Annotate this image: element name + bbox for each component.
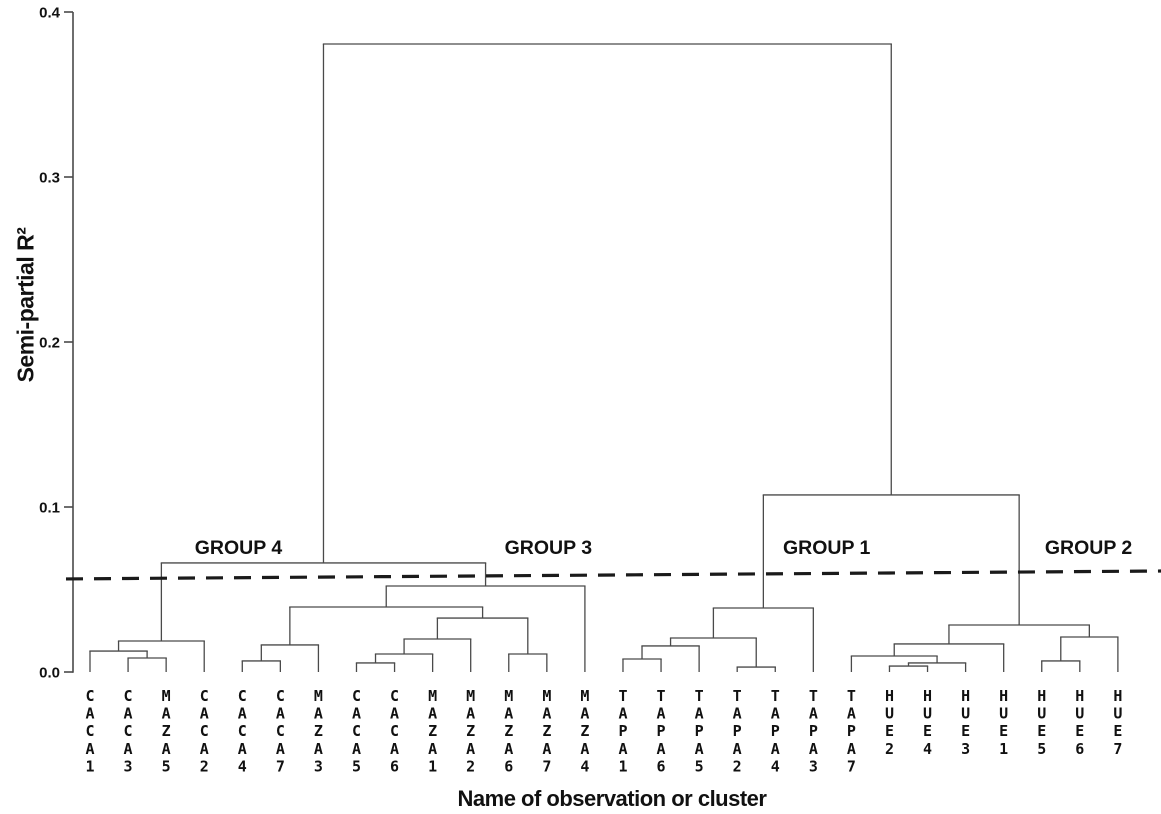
y-tick-label: 0.4 [39, 5, 61, 22]
y-tick-label: 0.3 [39, 170, 60, 187]
group-label: GROUP 2 [1045, 537, 1133, 559]
y-tick-label: 0.2 [39, 335, 60, 352]
y-tick-label: 0.1 [39, 500, 60, 517]
group-label: GROUP 3 [505, 537, 593, 559]
cut-line [65, 569, 1161, 581]
group-label: GROUP 1 [783, 537, 871, 559]
y-tick-label: 0.0 [39, 665, 60, 682]
x-axis-title: Name of observation or cluster [457, 786, 767, 811]
y-axis-title: Semi-partial R² [12, 227, 39, 383]
group-label: GROUP 4 [195, 537, 283, 559]
